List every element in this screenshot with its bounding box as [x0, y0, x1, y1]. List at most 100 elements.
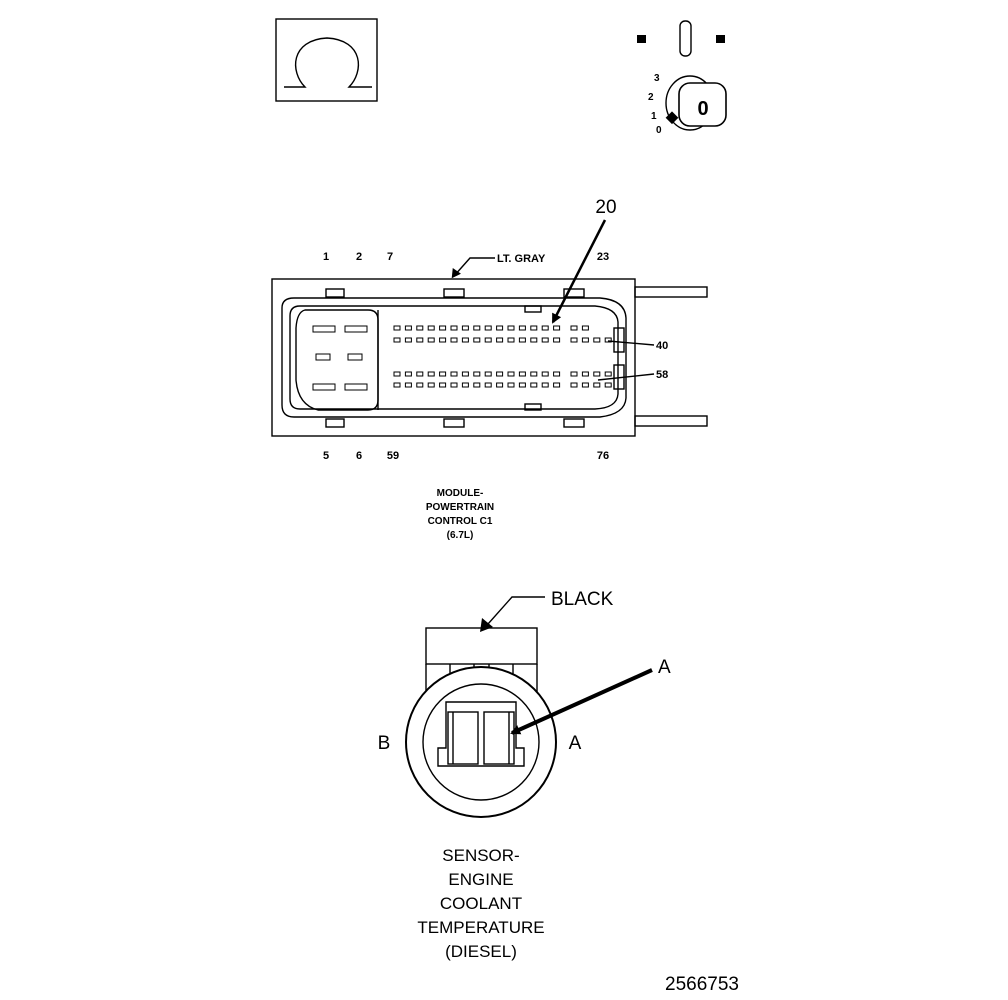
pin-cavity — [507, 337, 515, 343]
pin-cavity — [496, 325, 504, 331]
pin-cavity — [507, 325, 515, 331]
pin-number-2: 2 — [356, 251, 362, 263]
pin-callout-number: 20 — [595, 197, 616, 218]
ignition-position-1: 1 — [651, 111, 657, 122]
pin-cavity — [404, 337, 412, 343]
pin-cavity — [427, 371, 435, 377]
pin-cavity — [484, 325, 492, 331]
pin-cavity — [461, 337, 469, 343]
pin-cavity — [507, 382, 515, 388]
pin-cavity — [581, 382, 589, 388]
terminal-b-label: B — [378, 733, 391, 754]
pin-number-5: 5 — [323, 450, 329, 462]
ignition-key-icon: 3 2 1 0 0 — [637, 20, 727, 136]
ignition-position-2: 2 — [648, 92, 654, 103]
pin-cavity — [484, 337, 492, 343]
pin-cavity — [404, 382, 412, 388]
pin-cavity — [604, 382, 612, 388]
pin-cavity — [393, 325, 401, 331]
pin-cavity — [593, 382, 601, 388]
pin-cavity — [553, 371, 561, 377]
pin-cavity — [473, 382, 481, 388]
pin-cavity — [450, 371, 458, 377]
pin-cavity — [553, 382, 561, 388]
pin-cavity — [581, 325, 589, 331]
pin-number-7: 7 — [387, 251, 393, 263]
connector-color-label: LT. GRAY — [497, 253, 546, 265]
pin-cavity — [593, 337, 601, 343]
pin-cavity — [541, 325, 549, 331]
ignition-position-3: 3 — [654, 73, 660, 84]
pin-cavity — [553, 325, 561, 331]
ect-sensor-connector: BLACK A B A SENSOR- ENGINE COOLANT TEMPE… — [378, 589, 671, 961]
pin-cavity — [393, 337, 401, 343]
terminal-callout-label: A — [658, 657, 671, 678]
pin-cavity — [570, 371, 578, 377]
pin-cavity — [541, 337, 549, 343]
pin-cavity — [416, 382, 424, 388]
ohm-icon — [275, 18, 378, 102]
pin-cavity — [496, 337, 504, 343]
sensor-caption-line-1: SENSOR- — [442, 846, 519, 865]
pin-cavity — [439, 337, 447, 343]
pin-cavity — [507, 371, 515, 377]
figure-id: 2566753 — [665, 974, 739, 995]
pin-cavity — [393, 371, 401, 377]
pin-cavity — [450, 325, 458, 331]
pin-cavity — [461, 382, 469, 388]
pin-cavity — [570, 325, 578, 331]
pin-cavity — [518, 382, 526, 388]
pin-number-76: 76 — [597, 450, 609, 462]
pcm-caption-line-3: CONTROL C1 — [428, 516, 493, 527]
sensor-caption-line-5: (DIESEL) — [445, 942, 517, 961]
pin-cavity — [473, 337, 481, 343]
pin-cavity — [404, 371, 412, 377]
pcm-caption-line-2: POWERTRAIN — [426, 502, 494, 513]
pin-cavity — [416, 371, 424, 377]
pin-cavity — [439, 382, 447, 388]
ignition-position-0: 0 — [656, 125, 662, 136]
pin-cavity — [530, 325, 538, 331]
sensor-caption-line-3: COOLANT — [440, 894, 522, 913]
pin-cavity — [518, 325, 526, 331]
pin-cavity — [450, 337, 458, 343]
pcm-caption-line-1: MODULE- — [437, 488, 484, 499]
pcm-connector: 20 LT. GRAY 1 2 7 23 — [271, 197, 708, 541]
pin-cavity — [416, 337, 424, 343]
pin-cavity — [450, 382, 458, 388]
pin-cavity — [461, 325, 469, 331]
pin-cavity — [541, 371, 549, 377]
terminal-a-label: A — [569, 733, 582, 754]
pin-cavity — [461, 371, 469, 377]
pin-cavity — [570, 382, 578, 388]
pin-cavity — [530, 382, 538, 388]
pin-number-59: 59 — [387, 450, 399, 462]
pin-cavity — [427, 382, 435, 388]
pin-cavity — [518, 337, 526, 343]
pin-cavity — [593, 371, 601, 377]
pin-cavity — [496, 371, 504, 377]
pin-cavity — [439, 325, 447, 331]
pin-cavity — [496, 382, 504, 388]
pin-cavity — [541, 382, 549, 388]
pin-cavity — [604, 371, 612, 377]
sensor-caption-line-4: TEMPERATURE — [417, 918, 544, 937]
ignition-key-label: 0 — [697, 98, 708, 120]
pin-cavity — [570, 337, 578, 343]
pin-cavity — [427, 325, 435, 331]
pin-cavity — [484, 382, 492, 388]
sensor-caption-line-2: ENGINE — [448, 870, 513, 889]
pin-number-23: 23 — [597, 251, 609, 263]
pin-cavity — [604, 337, 612, 343]
pin-cavity — [473, 325, 481, 331]
pin-number-40: 40 — [656, 340, 668, 352]
pcm-caption-line-4: (6.7L) — [447, 530, 474, 541]
pin-cavity — [581, 371, 589, 377]
pin-number-6: 6 — [356, 450, 362, 462]
pin-cavity — [473, 371, 481, 377]
pin-cavity — [581, 337, 589, 343]
pin-cavity — [530, 371, 538, 377]
pin-cavity — [416, 325, 424, 331]
pin-cavity — [393, 382, 401, 388]
